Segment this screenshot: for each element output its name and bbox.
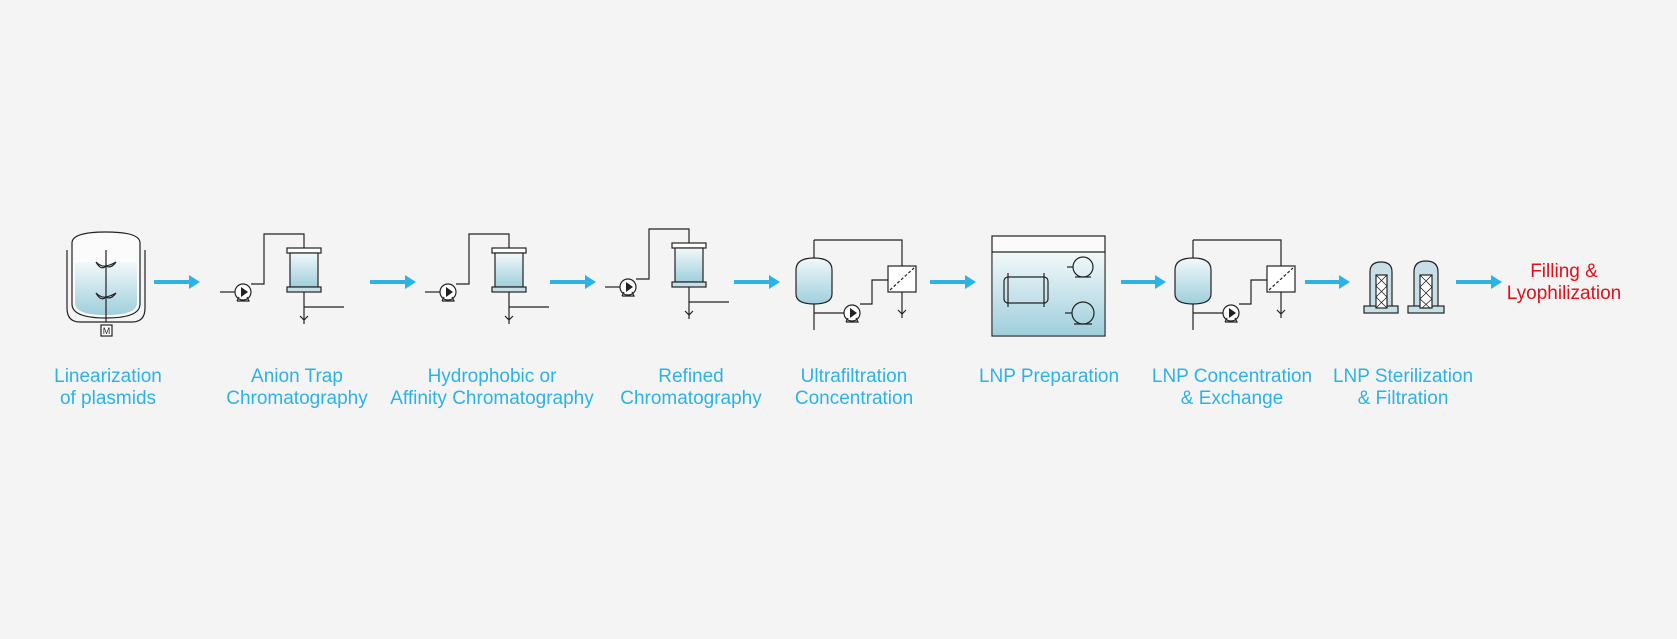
flow-arrows: [154, 275, 1502, 289]
chromatography-column-icon: [425, 233, 549, 324]
step-label-anion-trap: Anion Trap Chromatography: [226, 366, 368, 409]
flow-arrow: [1456, 275, 1502, 289]
flow-arrow: [370, 275, 416, 289]
step-label-filling: Filling & Lyophilization: [1506, 261, 1622, 304]
sterile-filter-icon: [1363, 260, 1445, 314]
chromatography-column-icon: [605, 228, 729, 319]
step-label-refined: Refined Chromatography: [620, 366, 762, 409]
step-label-lnp-preparation: LNP Preparation: [978, 366, 1120, 387]
step-label-linearization: Linearization of plasmids: [54, 366, 162, 409]
step-label-ultrafiltration: Ultrafiltration Concentration: [794, 366, 914, 409]
flow-arrow: [154, 275, 200, 289]
step-label-hydrophobic: Hydrophobic or Affinity Chromatography: [390, 366, 594, 409]
flow-arrow: [1305, 275, 1350, 289]
flow-arrow: [930, 275, 976, 289]
ultrafiltration-skid-icon: [1174, 239, 1296, 330]
reactor-icon: [66, 231, 146, 337]
flow-arrow: [734, 275, 780, 289]
ultrafiltration-skid-icon: [795, 239, 917, 330]
flow-arrow: [1121, 275, 1166, 289]
lnp-mixing-tank-icon: [991, 235, 1106, 337]
flow-arrow: [550, 275, 596, 289]
motor-label: M: [103, 326, 111, 336]
step-label-lnp-sterilization: LNP Sterilization & Filtration: [1332, 366, 1474, 409]
step-label-lnp-concentration: LNP Concentration & Exchange: [1151, 366, 1313, 409]
chromatography-column-icon: [220, 233, 344, 324]
